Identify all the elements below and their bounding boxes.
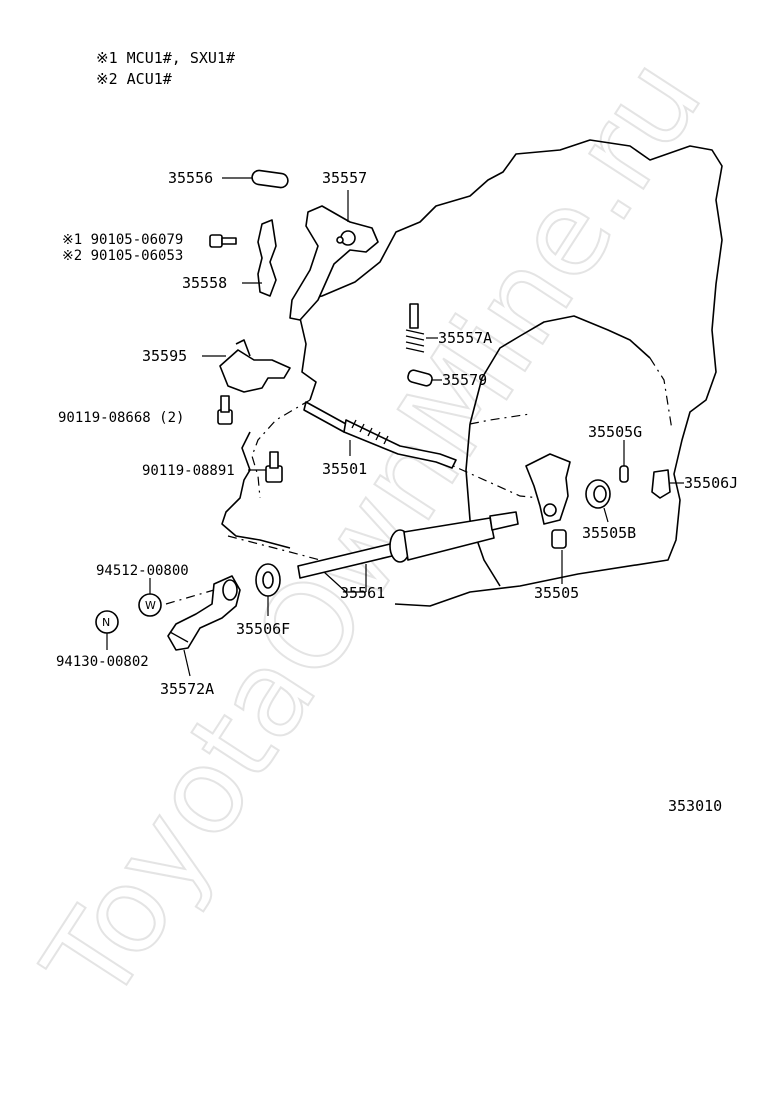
nut-symbol: N [102, 616, 110, 629]
part-35505B-bushing [585, 479, 611, 509]
part-90119-08891-bolt [265, 451, 283, 483]
part-90119-08668-bolt [217, 395, 233, 425]
label-35505: 35505 [534, 584, 579, 602]
note-2: ※2 ACU1# [96, 70, 172, 88]
part-35556-pin [251, 169, 289, 189]
label-90105-06079: ※1 90105-06079 [62, 232, 183, 248]
label-35557A: 35557A [438, 329, 492, 347]
part-35558-plate [257, 219, 277, 297]
label-35505G: 35505G [588, 423, 642, 441]
label-94130-00802: 94130-00802 [56, 654, 149, 670]
part-90105-bolt [209, 234, 237, 248]
part-35572A-lever [167, 575, 241, 651]
label-90119-08891: 90119-08891 [142, 463, 235, 479]
figure-number: 353010 [668, 797, 722, 815]
transmission-housing [221, 139, 723, 607]
part-94130-nut: N [95, 610, 119, 634]
label-35506J: 35506J [684, 474, 738, 492]
label-35558: 35558 [182, 274, 227, 292]
label-35505B: 35505B [582, 524, 636, 542]
label-35579: 35579 [442, 371, 487, 389]
part-35505G-pin [619, 465, 629, 483]
part-35557A-spring [405, 303, 425, 353]
washer-symbol: W [145, 599, 156, 612]
part-35506J-clip [651, 469, 671, 499]
label-35572A: 35572A [160, 680, 214, 698]
part-35506F-seal [255, 563, 281, 597]
label-35595: 35595 [142, 347, 187, 365]
label-35561: 35561 [340, 584, 385, 602]
label-90105-06053: ※2 90105-06053 [62, 248, 183, 264]
label-35556: 35556 [168, 169, 213, 187]
label-90119-08668: 90119-08668 (2) [58, 410, 184, 426]
part-35557-lever [289, 205, 379, 321]
note-1: ※1 MCU1#, SXU1# [96, 49, 235, 67]
part-35505-lever [525, 453, 571, 549]
part-35501-rod [303, 401, 457, 469]
label-35557: 35557 [322, 169, 367, 187]
part-94512-washer: W [138, 593, 162, 617]
label-35506F: 35506F [236, 620, 290, 638]
part-35579-pin [407, 369, 433, 387]
label-94512-00800: 94512-00800 [96, 563, 189, 579]
part-35561-shaft [297, 511, 519, 579]
part-35595-bracket [219, 339, 291, 393]
label-35501: 35501 [322, 460, 367, 478]
